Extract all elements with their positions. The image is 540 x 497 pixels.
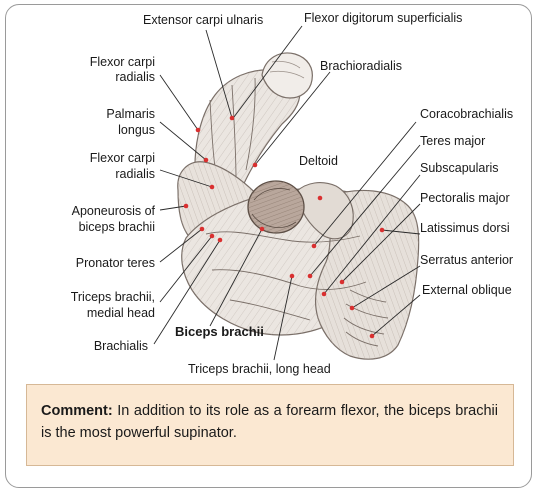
label-palmaris-longus-line1: Palmaris [106,107,155,121]
label-flexor-carpi-radialis-mid-line1: Flexor carpi [90,151,155,165]
label-pronator-teres: Pronator teres [76,256,155,270]
label-latissimus-dorsi: Latissimus dorsi [420,221,510,235]
label-pectoralis-major: Pectoralis major [420,191,510,205]
label-coracobrachialis: Coracobrachialis [420,107,513,121]
label-flexor-carpi-radialis-mid-line2: radialis [115,167,155,181]
label-aponeurosis-line2: biceps brachii [79,220,155,234]
label-flexor-carpi-radialis-top-line1: Flexor carpi [90,55,155,69]
label-flexor-carpi-radialis-top-line2: radialis [115,70,155,84]
label-aponeurosis-line1: Aponeurosis of [72,204,156,218]
label-brachialis: Brachialis [94,339,148,353]
label-teres-major: Teres major [420,134,485,148]
label-biceps-brachii: Biceps brachii [175,324,264,339]
label-triceps-medial-line1: Triceps brachii, [71,290,155,304]
muscle-illustration [178,53,419,359]
label-flexor-digitorum-superficialis: Flexor digitorum superficialis [304,11,462,25]
label-subscapularis: Subscapularis [420,161,499,175]
label-serratus-anterior: Serratus anterior [420,253,513,267]
label-triceps-long-head: Triceps brachii, long head [188,362,331,376]
label-extensor-carpi-ulnaris: Extensor carpi ulnaris [143,13,263,27]
label-deltoid: Deltoid [299,154,338,168]
label-external-oblique: External oblique [422,283,512,297]
comment-box: Comment: In addition to its role as a fo… [26,384,514,466]
label-triceps-medial-line2: medial head [87,306,155,320]
label-brachioradialis: Brachioradialis [320,59,402,73]
label-palmaris-longus-line2: longus [118,123,155,137]
comment-heading: Comment: [41,403,113,419]
